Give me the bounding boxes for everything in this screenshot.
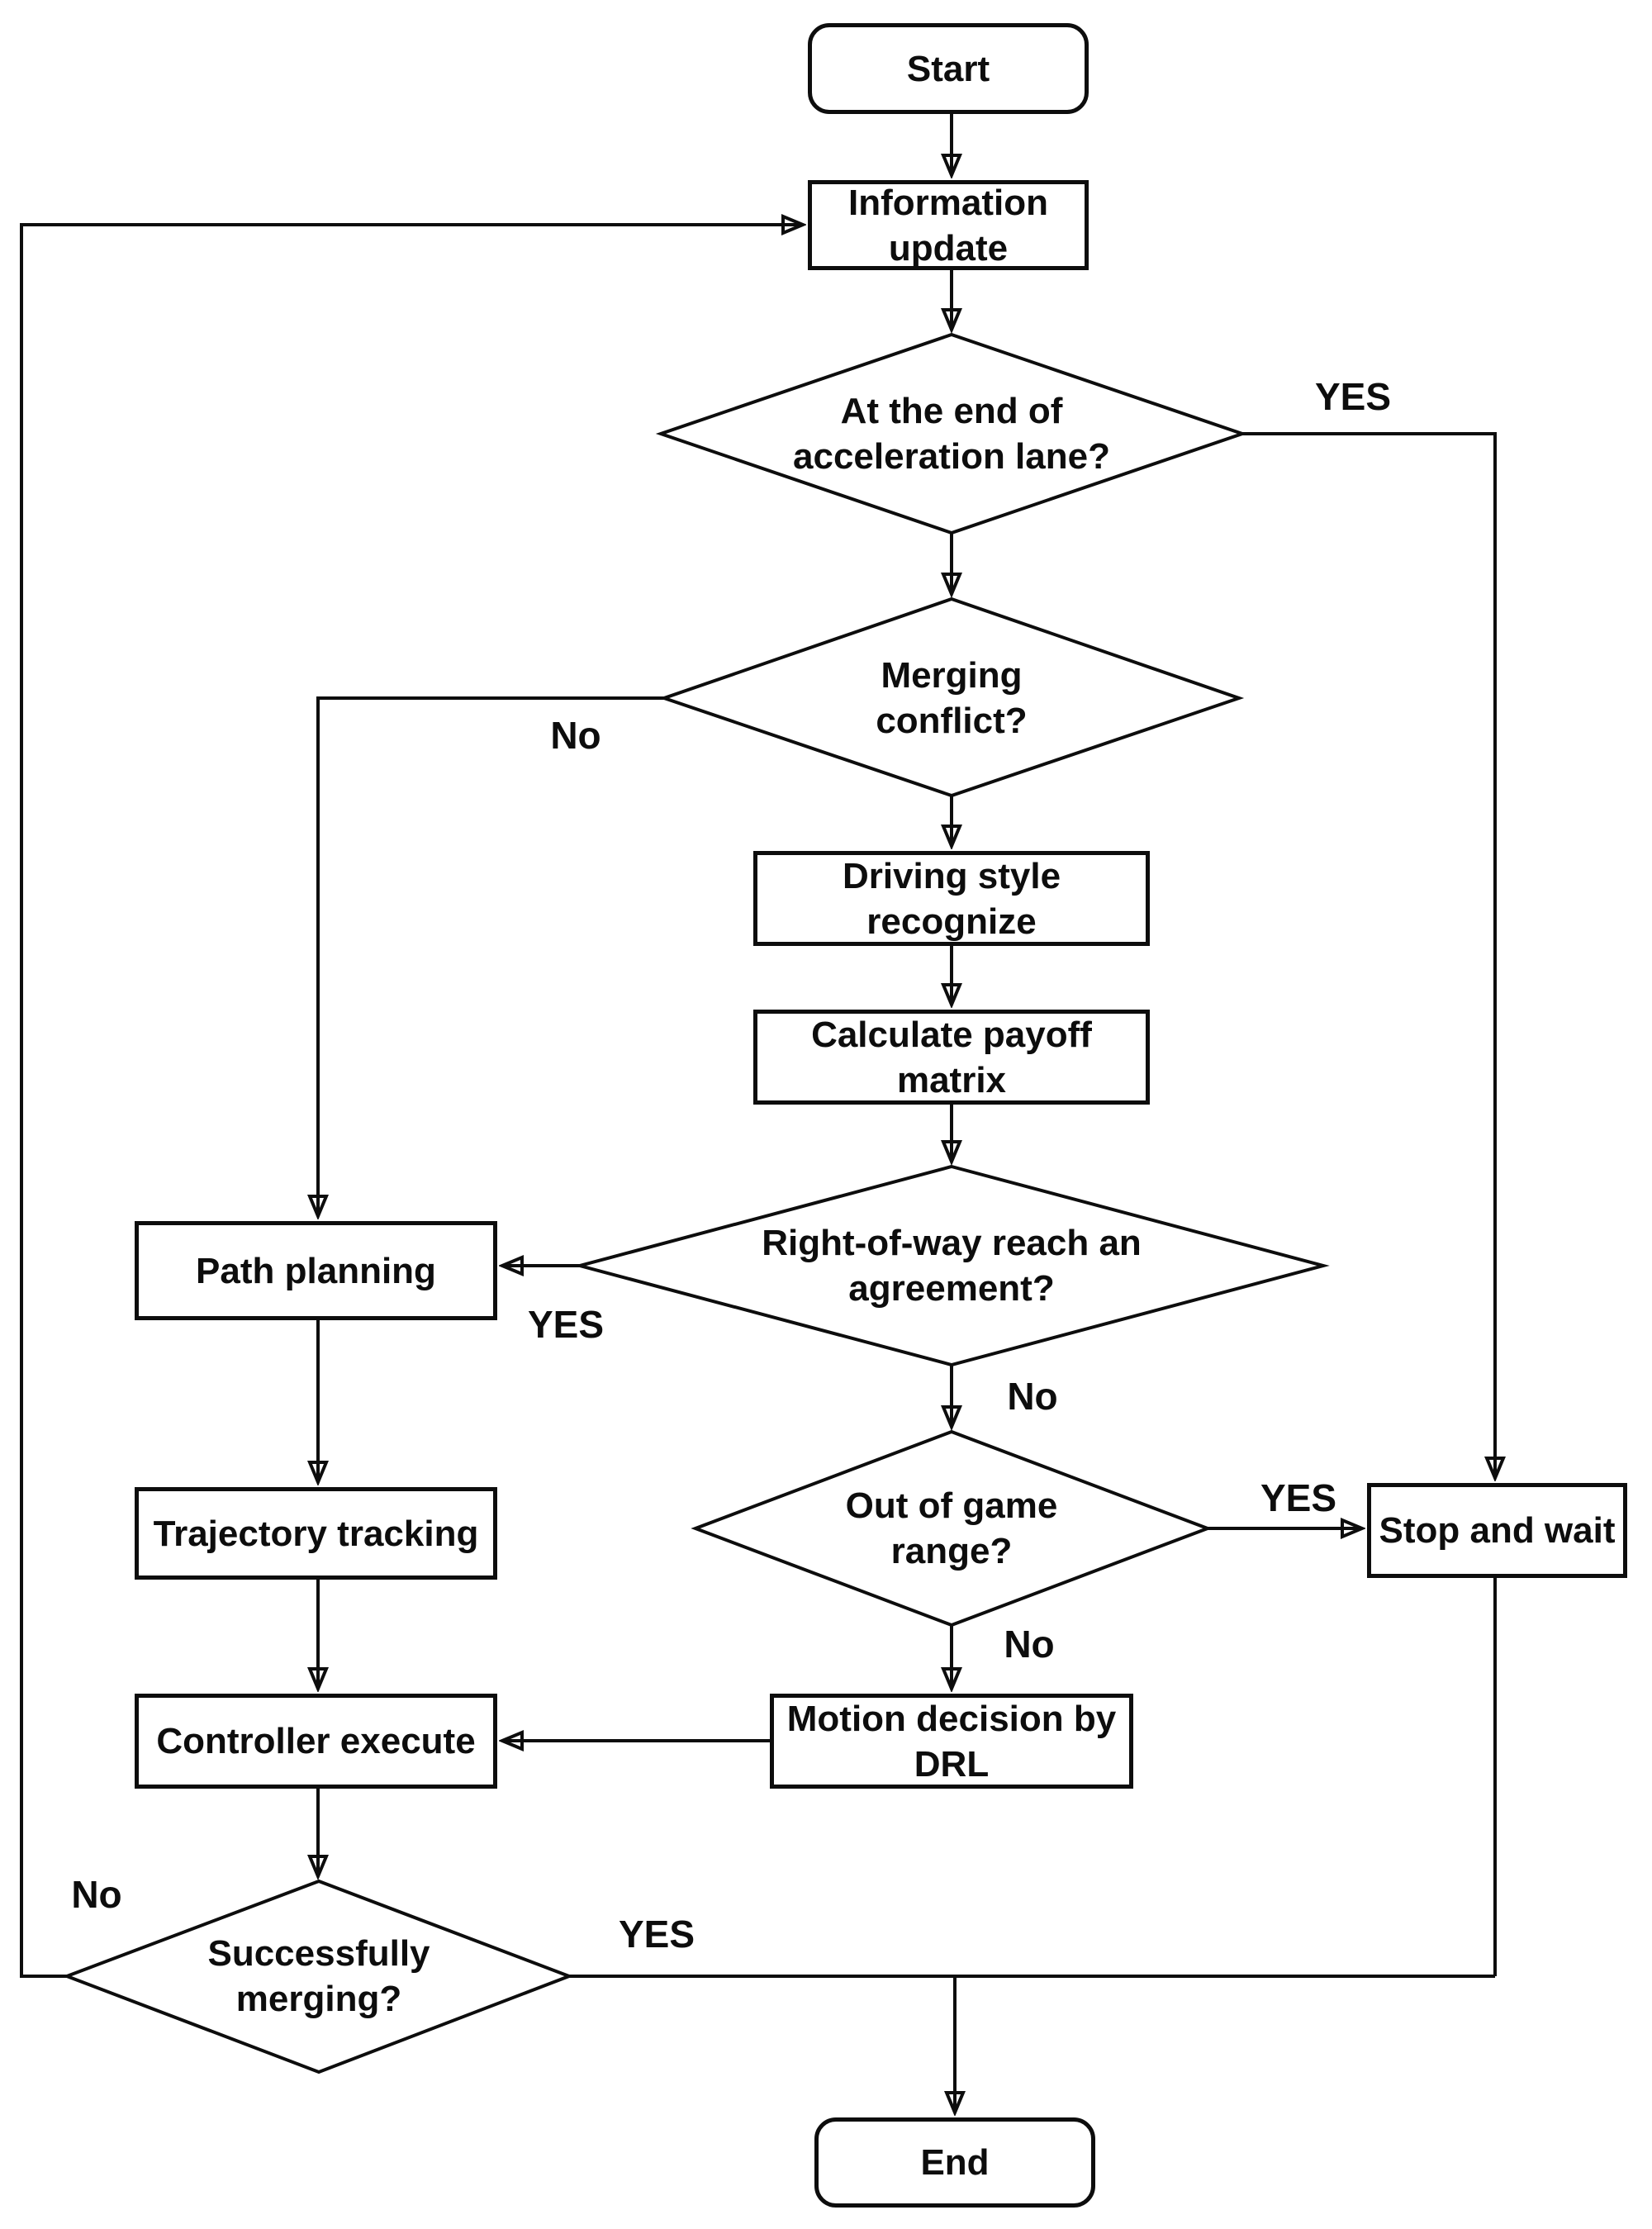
node-controller-execute: Controller execute xyxy=(135,1694,497,1789)
node-end-of-accel-lane-label: At the end of acceleration lane? xyxy=(793,391,1110,477)
edge-label-successfully-merging-yes: YES xyxy=(618,1913,695,1956)
edge-label-out-of-game-range-no: No xyxy=(1004,1623,1055,1666)
node-out-of-game-range-label: Out of game range? xyxy=(845,1485,1058,1571)
edge-label-successfully-merging-no: No xyxy=(71,1873,122,1916)
node-stop-and-wait-label: Stop and wait xyxy=(1379,1510,1616,1551)
node-path-planning: Path planning xyxy=(135,1221,497,1320)
node-calculate-payoff-matrix: Calculate payoff matrix xyxy=(753,1010,1150,1105)
edge-label-right-of-way-yes: YES xyxy=(527,1303,605,1346)
node-motion-decision-by-drl-label: Motion decision by DRL xyxy=(786,1698,1117,1785)
node-motion-decision-by-drl: Motion decision by DRL xyxy=(770,1694,1133,1789)
node-trajectory-tracking-label: Trajectory tracking xyxy=(153,1513,479,1554)
node-end-label: End xyxy=(920,2142,990,2183)
edge-label-out-of-game-range-yes: YES xyxy=(1260,1476,1337,1519)
edge-successfully-merging-no-to-information-update xyxy=(20,225,803,1978)
edge-accel-lane-yes-to-stop-and-wait xyxy=(1242,432,1495,1478)
edge-label-merging-conflict-no: No xyxy=(550,714,601,757)
node-end: End xyxy=(814,2117,1095,2208)
node-driving-style-recognize: Driving style recognize xyxy=(753,851,1150,946)
node-merging-conflict-label: Merging conflict? xyxy=(876,655,1028,741)
node-driving-style-recognize-label: Driving style recognize xyxy=(842,855,1061,942)
edge-merging-conflict-no-to-path-planning xyxy=(318,696,664,1216)
node-controller-execute-label: Controller execute xyxy=(156,1721,476,1761)
node-right-of-way-label: Right-of-way reach an agreement? xyxy=(762,1223,1142,1309)
node-start: Start xyxy=(808,23,1089,114)
node-trajectory-tracking: Trajectory tracking xyxy=(135,1487,497,1580)
node-stop-and-wait: Stop and wait xyxy=(1367,1483,1627,1578)
edge-label-accel-lane-yes: YES xyxy=(1314,375,1392,418)
node-successfully-merging-label: Successfully merging? xyxy=(207,1933,430,2019)
node-information-update-label: Information update xyxy=(848,182,1048,269)
node-path-planning-label: Path planning xyxy=(196,1250,436,1291)
edge-label-right-of-way-no: No xyxy=(1007,1375,1058,1418)
node-calculate-payoff-matrix-label: Calculate payoff matrix xyxy=(811,1014,1092,1100)
node-information-update: Information update xyxy=(808,180,1089,270)
node-start-label: Start xyxy=(906,48,990,89)
diamond-successfully-merging-shape xyxy=(62,1879,574,2075)
